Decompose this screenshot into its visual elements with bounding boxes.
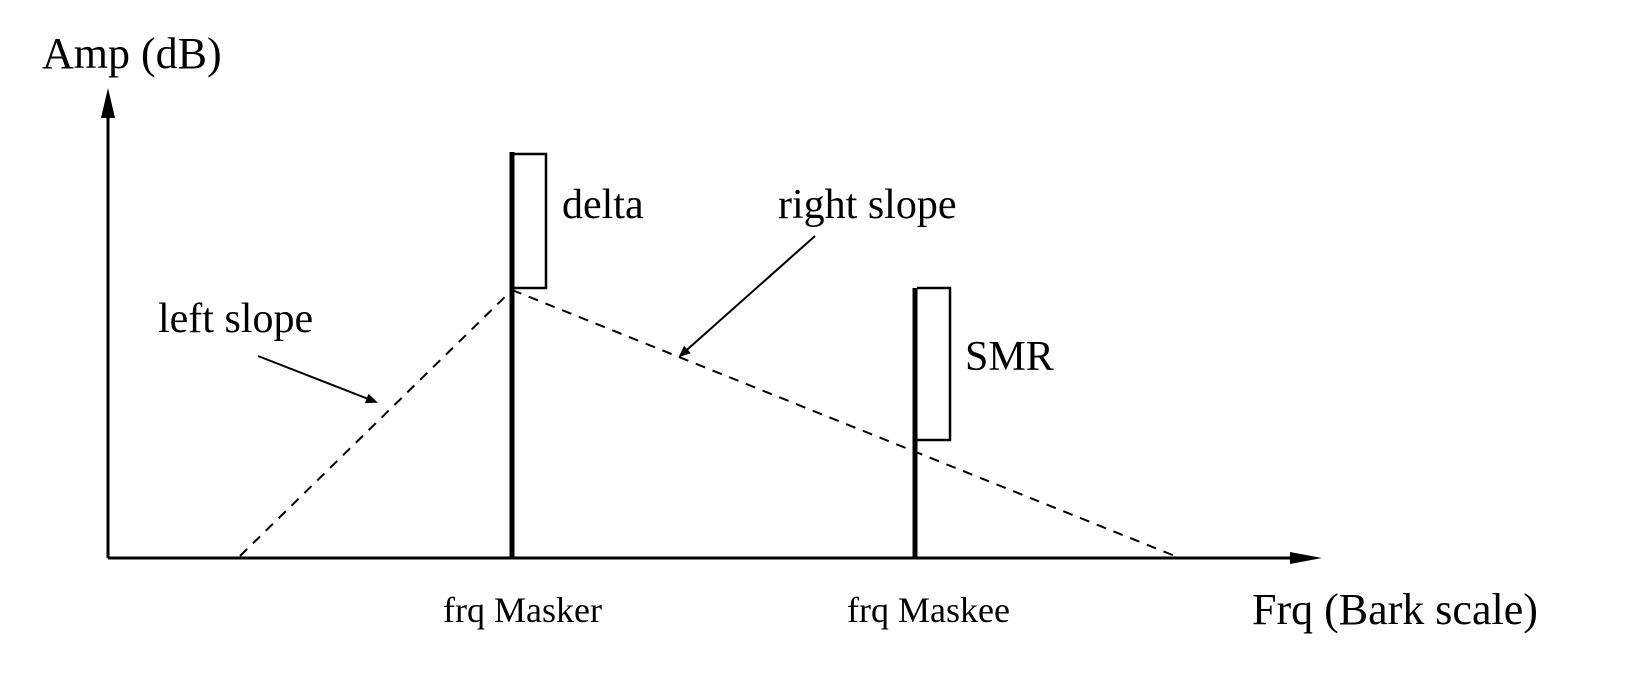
smr-bracket [917, 286, 952, 442]
x-axis-arrowhead [1290, 552, 1322, 564]
delta-bracket [514, 152, 548, 290]
left-slope-line [239, 289, 513, 557]
smr-label: SMR [965, 334, 1054, 380]
left-slope-label: left slope [158, 296, 313, 342]
left-slope-arrow [257, 355, 378, 404]
right-slope-arrow [678, 235, 816, 358]
right-slope-label: right slope [778, 182, 956, 228]
maskee-frequency-label: frq Maskee [847, 590, 1010, 630]
masker-frequency-label: frq Masker [443, 590, 602, 630]
x-axis-label: Frq (Bark scale) [1252, 585, 1538, 634]
y-axis-arrowhead [101, 88, 115, 118]
delta-label: delta [562, 182, 644, 228]
y-axis-label: Amp (dB) [42, 29, 222, 78]
right-slope-line [511, 289, 1176, 557]
